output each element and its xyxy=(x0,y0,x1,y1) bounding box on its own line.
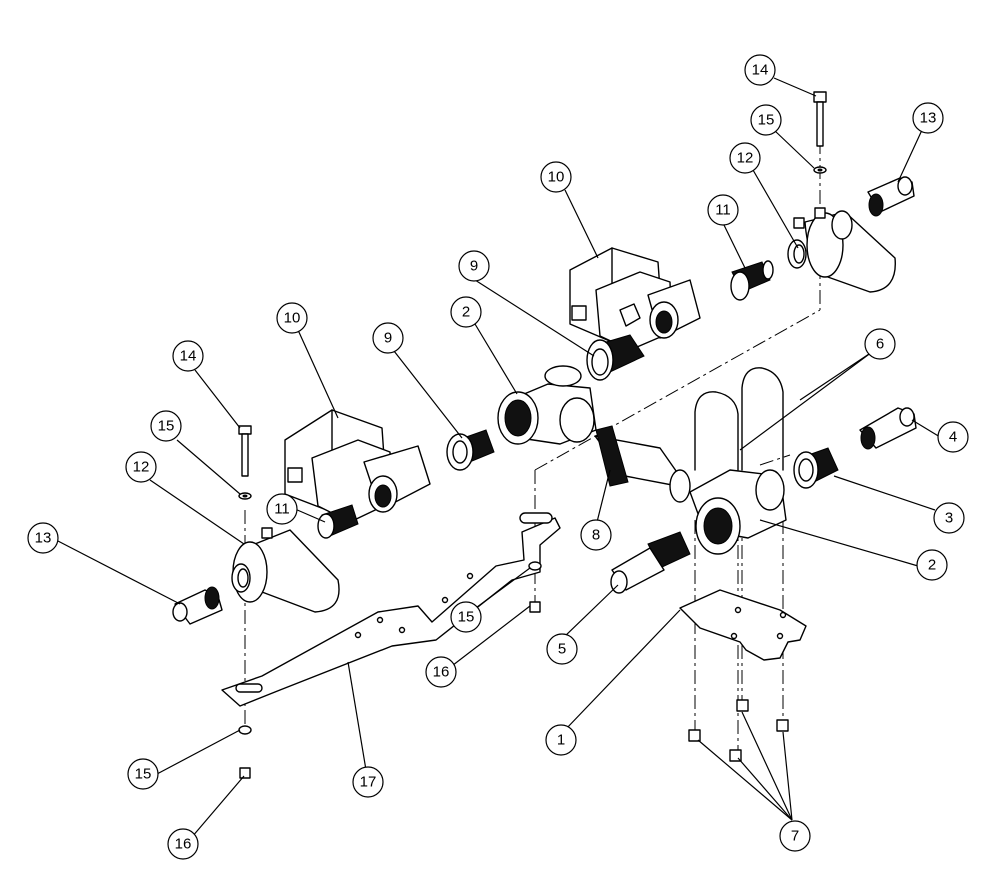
callout-15-mid: 15 xyxy=(450,601,482,633)
svg-text:1: 1 xyxy=(557,732,565,749)
u-bolts xyxy=(694,367,784,471)
callout-11-top: 11 xyxy=(707,194,739,226)
callout-1: 1 xyxy=(545,724,577,756)
nipple-8 xyxy=(594,425,691,503)
leader-lines xyxy=(55,77,941,845)
callout-14-top: 14 xyxy=(744,54,776,86)
svg-text:9: 9 xyxy=(384,330,392,347)
callout-14-left: 14 xyxy=(172,340,204,372)
svg-text:6: 6 xyxy=(876,336,884,353)
callout-9-left: 9 xyxy=(372,322,404,354)
svg-text:2: 2 xyxy=(462,304,470,321)
svg-text:14: 14 xyxy=(180,348,197,365)
callout-8: 8 xyxy=(580,519,612,551)
left-bolt xyxy=(238,425,252,500)
svg-text:11: 11 xyxy=(715,202,731,219)
callout-15-left: 15 xyxy=(150,410,182,442)
callout-15-bottom: 15 xyxy=(127,758,159,790)
hose-barb-4 xyxy=(859,407,917,450)
upper-fitting-9 xyxy=(586,334,645,381)
svg-text:10: 10 xyxy=(548,169,565,186)
upper-solenoid xyxy=(569,247,701,351)
callout-11-left: 11 xyxy=(266,493,298,525)
svg-text:15: 15 xyxy=(158,418,175,435)
svg-text:12: 12 xyxy=(133,459,150,476)
svg-text:13: 13 xyxy=(920,110,937,127)
callout-10-top: 10 xyxy=(540,161,572,193)
svg-text:13: 13 xyxy=(35,530,52,547)
callout-3: 3 xyxy=(933,502,965,534)
mounting-plate xyxy=(679,589,807,661)
left-hose-barb xyxy=(172,586,223,625)
svg-text:2: 2 xyxy=(928,557,936,574)
callout-5: 5 xyxy=(546,633,578,665)
center-tee xyxy=(497,365,597,445)
callout-4: 4 xyxy=(937,421,969,453)
svg-text:8: 8 xyxy=(592,527,600,544)
callout-12-top: 12 xyxy=(729,142,761,174)
svg-text:9: 9 xyxy=(470,258,478,275)
svg-text:16: 16 xyxy=(433,664,450,681)
svg-text:5: 5 xyxy=(558,641,566,658)
callout-13-top: 13 xyxy=(912,102,944,134)
upper-valve-ring xyxy=(787,239,807,269)
bottom-washer-nut xyxy=(238,725,252,779)
left-nipple xyxy=(317,504,359,539)
callout-10-left: 10 xyxy=(276,302,308,334)
upper-valve-body xyxy=(793,207,896,293)
svg-text:11: 11 xyxy=(274,501,290,518)
callout-7: 7 xyxy=(779,820,811,852)
hose-barb-5 xyxy=(610,531,691,594)
upper-hose-barb xyxy=(867,176,915,217)
callout-17: 17 xyxy=(352,766,384,798)
mid-washer-nut xyxy=(528,561,542,613)
callout-6: 6 xyxy=(864,328,896,360)
left-valve-body xyxy=(231,527,340,613)
svg-text:7: 7 xyxy=(791,828,799,845)
callout-15-top: 15 xyxy=(750,104,782,136)
upper-bolt xyxy=(813,91,827,174)
left-fitting-9 xyxy=(446,429,495,471)
left-solenoid xyxy=(284,409,431,523)
callout-16-mid: 16 xyxy=(425,656,457,688)
svg-text:15: 15 xyxy=(458,609,475,626)
svg-text:12: 12 xyxy=(737,150,754,167)
callout-13-left: 13 xyxy=(27,522,59,554)
upper-nipple xyxy=(730,260,774,301)
callout-2-top: 2 xyxy=(450,296,482,328)
callout-2-right: 2 xyxy=(916,549,948,581)
callout-9-top: 9 xyxy=(458,250,490,282)
callout-12-left: 12 xyxy=(125,451,157,483)
right-tee xyxy=(689,469,787,555)
svg-text:3: 3 xyxy=(945,510,953,527)
svg-text:15: 15 xyxy=(135,766,152,783)
svg-text:4: 4 xyxy=(949,429,957,446)
svg-text:15: 15 xyxy=(758,112,775,129)
bushing-3 xyxy=(793,447,839,489)
mounting-bracket xyxy=(221,512,561,707)
svg-text:17: 17 xyxy=(360,774,377,791)
callout-16-bottom: 16 xyxy=(167,828,199,860)
svg-text:10: 10 xyxy=(284,310,301,327)
svg-text:16: 16 xyxy=(175,836,192,853)
svg-text:14: 14 xyxy=(752,62,769,79)
